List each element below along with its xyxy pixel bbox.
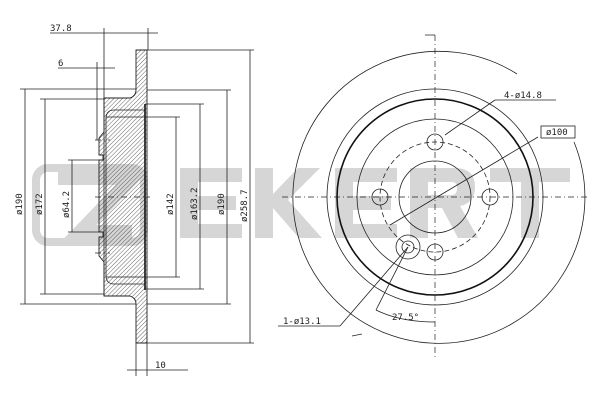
bolt-hole: [426, 133, 444, 151]
dim-disc-thickness: 10: [155, 361, 166, 371]
dim-hub-offset: 6: [58, 59, 63, 69]
aux-hole-label: 1-ø13.1: [283, 317, 321, 327]
bolt-holes-label: 4-ø14.8: [504, 91, 542, 101]
pcd-label: ø100: [546, 128, 568, 138]
dim-outer-dia: ø258.7: [240, 189, 250, 222]
dim-142: ø142: [166, 193, 176, 215]
dim-outer-dia-left: ø190: [15, 193, 25, 215]
dim-overall-height: 37.8: [50, 24, 72, 34]
pcd-label-box: [540, 125, 576, 139]
front-view: ø100 4-ø14.8 1-ø13.1 27.5°: [278, 34, 590, 360]
aux-hole: [401, 240, 415, 254]
angle-label: 27.5°: [392, 313, 419, 323]
dim-190: ø190: [217, 193, 227, 215]
dim-172: ø172: [35, 193, 45, 215]
side-section-view: 37.8 6 10 ø190 ø172 ø64.2 ø142 ø163.2 ø1…: [15, 24, 254, 376]
dim-163-2: ø163.2: [190, 187, 200, 220]
dim-center-bore: ø64.2: [62, 191, 72, 218]
